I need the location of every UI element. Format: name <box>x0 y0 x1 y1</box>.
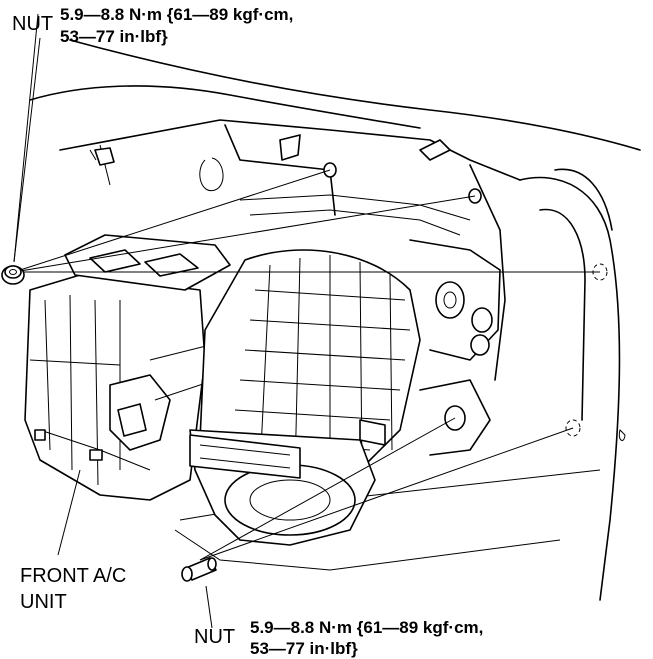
top-nut-label: NUT <box>12 13 54 35</box>
bottom-nut-label: NUT <box>194 626 236 648</box>
unit-label-line1: FRONT A/C <box>20 565 127 587</box>
nut-bottom-icon <box>181 557 217 582</box>
top-torque-line2: 53—77 in·lbf} <box>60 27 168 46</box>
front-ac-unit <box>24 234 421 546</box>
nut-top-left-icon <box>1 265 25 285</box>
bottom-torque-line2: 53—77 in·lbf} <box>250 639 358 658</box>
dashboard-panel <box>29 39 641 601</box>
top-torque-line1: 5.9—8.8 N·m {61—89 kgf·cm, <box>60 5 294 24</box>
bottom-torque-line1: 5.9—8.8 N·m {61—89 kgf·cm, <box>250 618 484 637</box>
installation-guide-lines <box>13 13 600 561</box>
unit-label-line2: UNIT <box>20 591 67 613</box>
label-leaders <box>13 37 213 629</box>
